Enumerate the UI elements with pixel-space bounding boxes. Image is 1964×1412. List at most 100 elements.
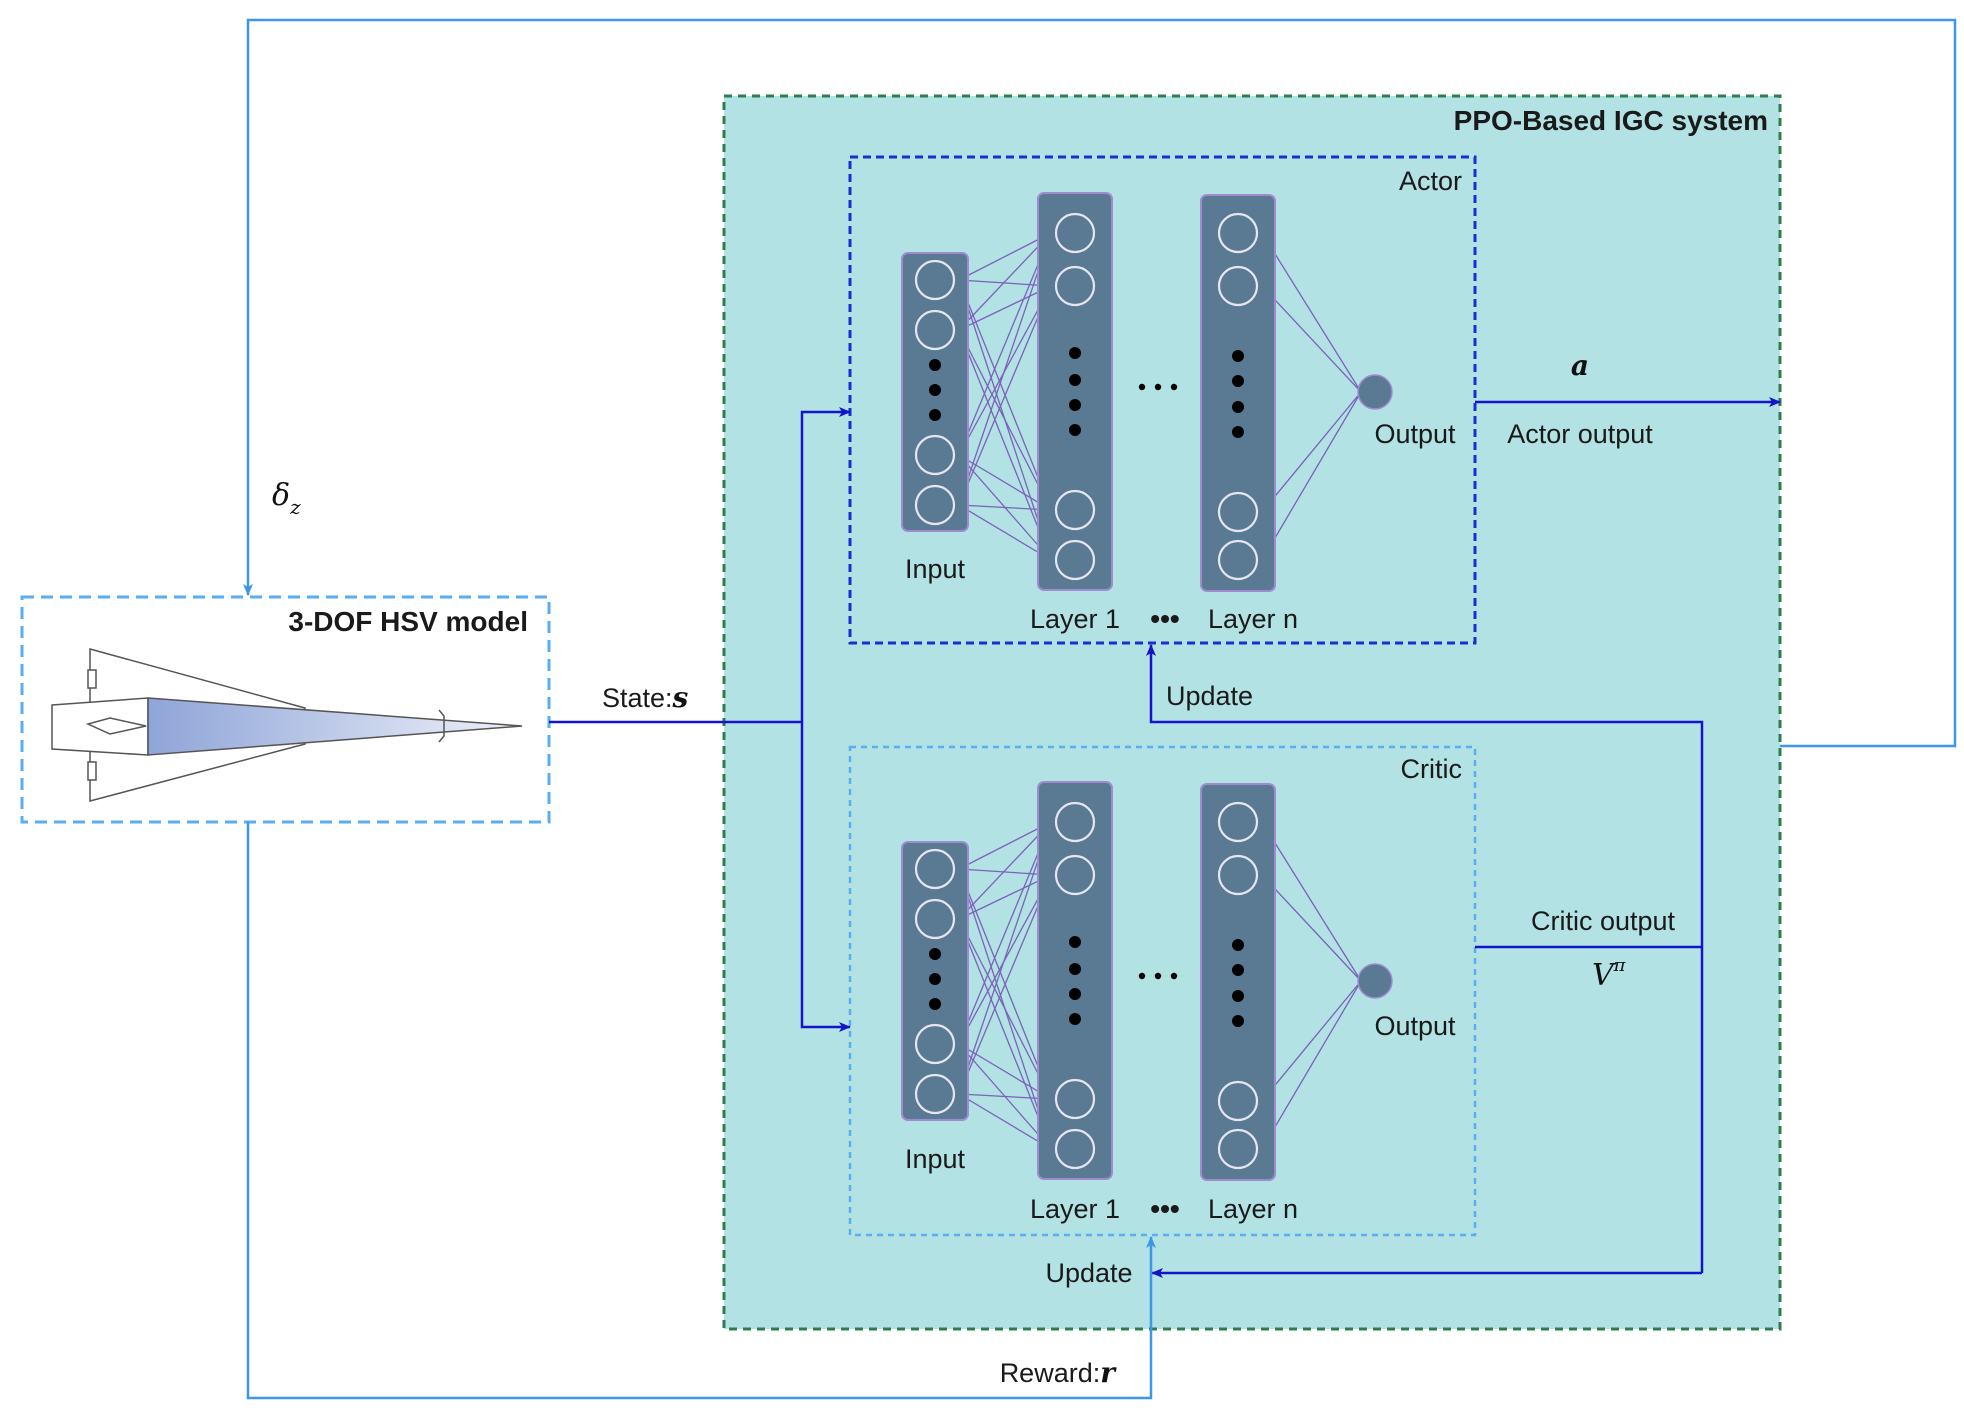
actor-hidden-ellipsis-dot bbox=[1170, 383, 1178, 391]
critic-layern-ellipsis-dot bbox=[1232, 1015, 1244, 1027]
actor-input-to-layer1-link bbox=[958, 329, 1052, 561]
actor-layer1-neuron bbox=[1054, 539, 1096, 581]
actor-between-dots: ••• bbox=[1150, 603, 1179, 634]
critic-layern-to-output-link bbox=[1261, 980, 1362, 1150]
critic-box bbox=[848, 745, 1477, 1237]
critic-input-to-layer1-link bbox=[958, 918, 1052, 1150]
critic-layern-label: Layer n bbox=[1208, 1194, 1298, 1224]
actor-layer1-ellipsis-dot bbox=[1069, 347, 1081, 359]
critic-input-to-layer1-link bbox=[958, 874, 1052, 920]
actor-input-to-layer1-link bbox=[958, 232, 1052, 506]
actor-layern-to-output-link bbox=[1261, 391, 1362, 561]
critic-input-to-layer1-link bbox=[958, 874, 1052, 1095]
critic-hidden-ellipsis bbox=[1138, 972, 1178, 980]
critic-input-to-layer1-link bbox=[958, 821, 1052, 1095]
critic-between-dots: ••• bbox=[1150, 1193, 1179, 1224]
critic-output-symbol: Vπ bbox=[1592, 955, 1627, 993]
actor-input-to-layer1-link bbox=[958, 279, 1052, 287]
actor-hidden-ellipsis bbox=[1138, 383, 1178, 391]
actor-layern-to-output-link bbox=[1261, 285, 1362, 393]
actor-input-to-layer1-link bbox=[958, 285, 1052, 331]
critic-input-label: Input bbox=[905, 1144, 966, 1174]
actor-layer1-neuron bbox=[1054, 489, 1096, 531]
actor-layer1-neuron bbox=[1054, 265, 1096, 307]
critic-layern-body bbox=[1200, 783, 1276, 1181]
actor-output-caption: Actor output bbox=[1507, 419, 1653, 449]
actor-input-layer-ellipsis-dot bbox=[929, 384, 941, 396]
actor-input-to-layer1-link bbox=[958, 232, 1052, 456]
actor-layern bbox=[1200, 194, 1276, 592]
actor-layer1 bbox=[1037, 192, 1113, 591]
critic-output-label: Output bbox=[1374, 1011, 1456, 1041]
actor-input-layer-neuron bbox=[914, 309, 956, 351]
actor-input-to-layer1-link bbox=[958, 329, 1052, 511]
actor-layer1-ellipsis-dot bbox=[1069, 399, 1081, 411]
critic-layer1-neuron bbox=[1054, 801, 1096, 843]
state-symbol: s bbox=[672, 681, 689, 714]
actor-input-label: Input bbox=[905, 554, 966, 584]
critic-input-layer-neuron bbox=[914, 848, 956, 890]
critic-layern bbox=[1200, 783, 1276, 1181]
actor-input-layer bbox=[901, 252, 969, 532]
critic-layer1-ellipsis-dot bbox=[1069, 936, 1081, 948]
actor-connections bbox=[958, 232, 1362, 561]
actor-input-to-layer1-link bbox=[958, 504, 1052, 511]
actor-update-label: Update bbox=[1166, 681, 1253, 711]
actor-update-arrow bbox=[1146, 644, 1704, 1273]
actor-input-to-layer1-link bbox=[958, 454, 1052, 511]
critic-layer1-neuron bbox=[1054, 1128, 1096, 1170]
actor-layer1-ellipsis-dot bbox=[1069, 424, 1081, 436]
critic-layer1-neuron bbox=[1054, 854, 1096, 896]
actor-output-label: Output bbox=[1374, 419, 1456, 449]
critic-input-to-layer1-link bbox=[958, 868, 1052, 876]
critic-layern-to-output-link bbox=[1261, 821, 1362, 982]
actor-input-to-layer1-link bbox=[958, 285, 1052, 506]
reward-label: Reward:r bbox=[1000, 1356, 1118, 1389]
actor-input-layer-neuron bbox=[914, 434, 956, 476]
control-subscript: z bbox=[289, 495, 301, 519]
critic-update-label: Update bbox=[1045, 1258, 1132, 1288]
critic-input-to-layer1-link bbox=[958, 1093, 1052, 1150]
control-symbol: δz bbox=[272, 478, 301, 519]
actor-layern-neuron bbox=[1217, 539, 1259, 581]
critic-input-layer-neuron bbox=[914, 1023, 956, 1065]
hsv-model-title: 3-DOF HSV model bbox=[288, 606, 528, 637]
actor-layer1-label: Layer 1 bbox=[1030, 604, 1120, 634]
critic-layer1-label: Layer 1 bbox=[1030, 1194, 1120, 1224]
actor-input-to-layer1-link bbox=[958, 232, 1052, 281]
actor-layern-neuron bbox=[1217, 491, 1259, 533]
critic-layer1-ellipsis-dot bbox=[1069, 1013, 1081, 1025]
critic-output-neuron bbox=[1357, 963, 1393, 999]
critic-input-to-layer1-link bbox=[958, 1093, 1052, 1100]
critic-input-to-layer1-link bbox=[958, 918, 1052, 1100]
actor-layern-ellipsis-dot bbox=[1232, 350, 1244, 362]
actor-layern-body bbox=[1200, 194, 1276, 592]
actor-input-to-layer1-link bbox=[958, 232, 1052, 331]
critic-input-layer-neuron bbox=[914, 898, 956, 940]
actor-output-symbol: a bbox=[1571, 349, 1589, 382]
critic-layern-to-output-link bbox=[1261, 874, 1362, 982]
actor-hidden-ellipsis-dot bbox=[1154, 383, 1162, 391]
actor-input-to-layer1-link bbox=[958, 504, 1052, 561]
actor-network bbox=[901, 192, 1393, 592]
actor-hidden-ellipsis-dot bbox=[1138, 383, 1146, 391]
reward-symbol: r bbox=[1100, 1356, 1117, 1389]
critic-hidden-ellipsis-dot bbox=[1154, 972, 1162, 980]
critic-input-layer-neuron bbox=[914, 1073, 956, 1115]
ppo-system-title: PPO-Based IGC system bbox=[1454, 105, 1768, 136]
critic-hidden-ellipsis-dot bbox=[1170, 972, 1178, 980]
actor-layern-ellipsis-dot bbox=[1232, 375, 1244, 387]
actor-input-layer-ellipsis-dot bbox=[929, 359, 941, 371]
critic-network bbox=[901, 781, 1393, 1181]
actor-layern-ellipsis-dot bbox=[1232, 401, 1244, 413]
state-label: State:s bbox=[602, 681, 689, 714]
actor-layer1-neuron bbox=[1054, 212, 1096, 254]
reward-line bbox=[246, 822, 1156, 1400]
critic-output-superscript: π bbox=[1613, 955, 1627, 976]
critic-layern-neuron bbox=[1217, 1128, 1259, 1170]
actor-layern-neuron bbox=[1217, 212, 1259, 254]
critic-layern-neuron bbox=[1217, 801, 1259, 843]
critic-input-to-layer1-link bbox=[958, 821, 1052, 1045]
state-to-actor-arrow bbox=[800, 407, 851, 722]
